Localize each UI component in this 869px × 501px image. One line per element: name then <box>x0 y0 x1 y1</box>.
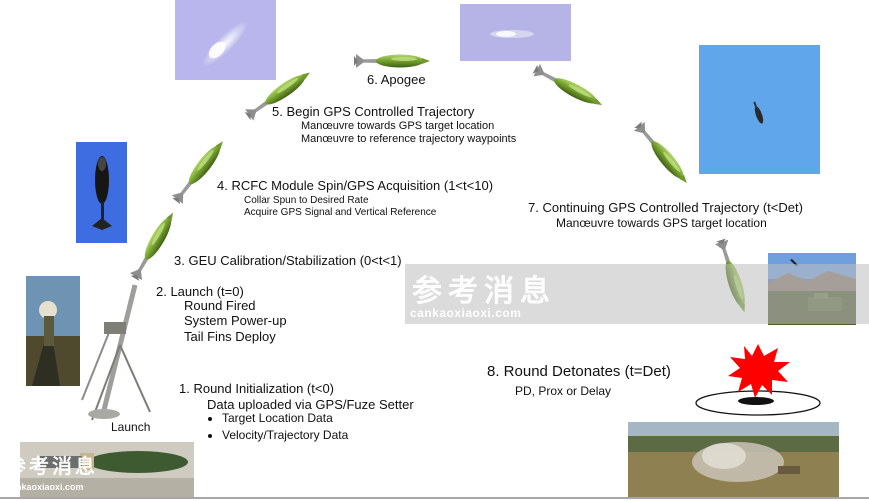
photo-launch-site <box>26 276 80 386</box>
phase-1-bullets: Target Location Data Velocity/Trajectory… <box>206 410 348 444</box>
phase-7-title: 7. Continuing GPS Controlled Trajectory … <box>528 200 803 215</box>
phase-5-line: Manœuvre towards GPS target location <box>301 120 495 132</box>
phase-2-line: Round Fired <box>184 298 256 313</box>
shell-stage-6 <box>354 54 430 68</box>
phase-8-line: PD, Prox or Delay <box>515 384 612 398</box>
phase-7-line: Manœuvre towards GPS target location <box>556 216 767 230</box>
watermark-url: cankaoxiaoxi.com <box>410 306 522 320</box>
photo-vertical-round <box>76 142 127 243</box>
photo-descending-round <box>699 45 820 174</box>
watermark-chinese: 参考消息 <box>412 274 556 309</box>
shell-stage-7b <box>632 120 693 188</box>
phase-1-title: 1. Round Initialization (t<0) <box>179 381 335 396</box>
photo-mortar-round-closeup <box>20 442 194 498</box>
photo-detonation <box>628 422 839 497</box>
phase-1-bullet: Velocity/Trajectory Data <box>222 427 348 444</box>
phase-4-line: Acquire GPS Signal and Vertical Referenc… <box>244 207 437 218</box>
shell-stage-7a <box>531 63 606 112</box>
phase-3-title: 3. GEU Calibration/Stabilization (0<t<1) <box>174 253 402 268</box>
phase-4-title: 4. RCFC Module Spin/GPS Acquisition (1<t… <box>217 178 494 193</box>
launch-photo-label: Launch <box>111 420 151 434</box>
photo-tail-fin-closeup <box>175 0 276 80</box>
phase-6-title: 6. Apogee <box>367 72 426 87</box>
phase-5-title: 5. Begin GPS Controlled Trajectory <box>272 104 475 119</box>
phase-1-subtitle: Data uploaded via GPS/Fuze Setter <box>207 397 414 412</box>
mortar-launcher <box>81 284 151 421</box>
phase-4-line: Collar Spun to Desired Rate <box>244 195 369 206</box>
phase-1-bullet: Target Location Data <box>222 410 348 427</box>
photo-apogee <box>460 4 571 61</box>
bottom-divider <box>0 497 869 499</box>
detonation-burst-icon <box>695 344 821 416</box>
watermark-url-small: cankaoxiaoxi.com <box>6 482 84 492</box>
watermark-chinese-small: 参考消息 <box>6 454 98 478</box>
shell-stage-3 <box>128 209 180 282</box>
phase-2-line: System Power-up <box>184 313 287 328</box>
phase-8-title: 8. Round Detonates (t=Det) <box>487 363 671 380</box>
phase-5-line: Manœuvre to reference trajectory waypoin… <box>301 133 517 145</box>
watermark-band <box>405 264 869 324</box>
shell-stage-4 <box>170 136 229 206</box>
phase-2-line: Tail Fins Deploy <box>184 329 276 344</box>
phase-2-title: 2. Launch (t=0) <box>156 284 244 299</box>
